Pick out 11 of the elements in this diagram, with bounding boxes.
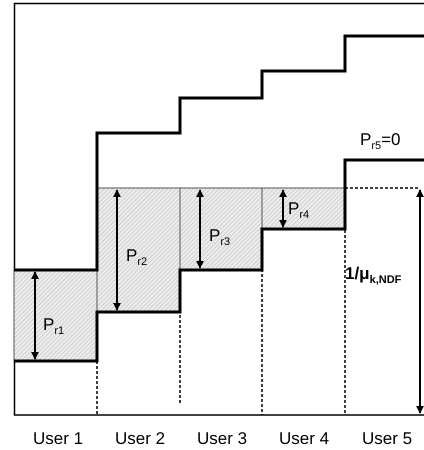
- power-label: P$_{r3}$: [209, 227, 230, 248]
- user-label: User 5: [362, 430, 412, 447]
- power-label: P$_{r4}$: [288, 200, 310, 221]
- user-label: User 1: [33, 430, 84, 447]
- power-label: P$_{r1}$: [43, 316, 64, 337]
- user-label: User 2: [115, 430, 166, 447]
- power-label: P$_{r5}$=0: [360, 131, 401, 152]
- user-label: User 4: [279, 430, 330, 447]
- user-label: User 3: [197, 430, 248, 447]
- power-label: P$_{r2}$: [126, 247, 148, 268]
- water-level-label: 1/μ$_{k,NDF}$: [345, 265, 402, 286]
